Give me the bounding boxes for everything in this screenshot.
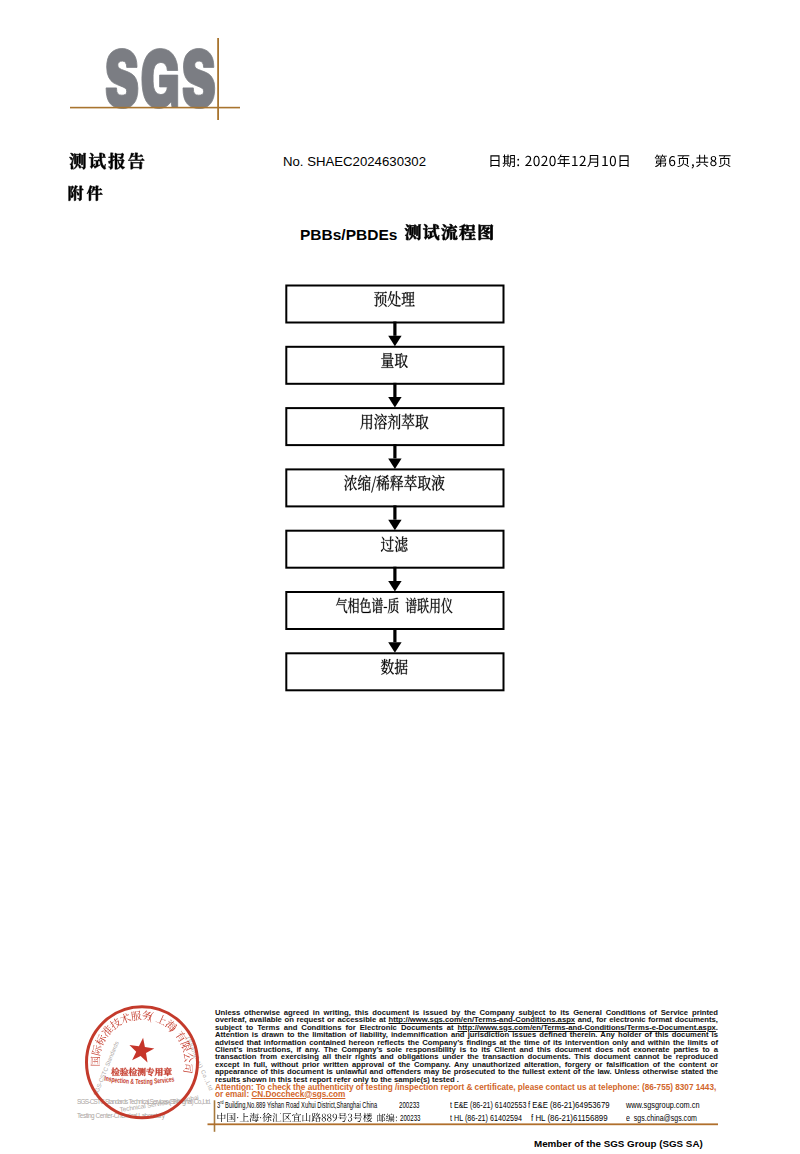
- svg-text:(Shanghai) Co.,Ltd: (Shanghai) Co.,Ltd: [185, 1036, 214, 1091]
